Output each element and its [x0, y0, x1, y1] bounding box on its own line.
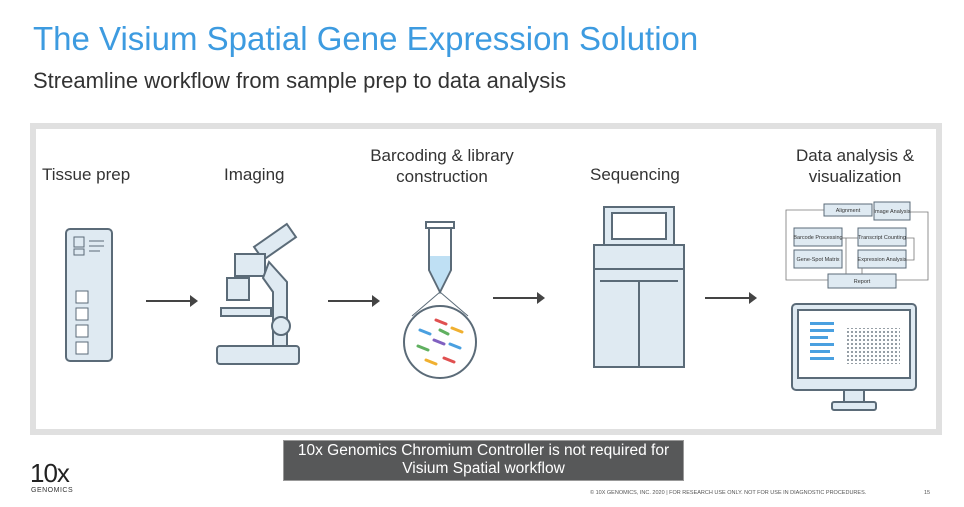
step-label-imaging: Imaging — [224, 165, 285, 184]
slide-title: The Visium Spatial Gene Expression Solut… — [33, 20, 699, 57]
flow-box — [873, 201, 911, 221]
monitor-icon — [791, 303, 917, 411]
step-label-barcoding: Barcoding & library construction — [362, 145, 522, 187]
flow-box — [857, 227, 907, 247]
flow-label: Transcript Counting — [858, 235, 906, 241]
step-label-data-analysis: Data analysis & visualization — [780, 145, 930, 187]
flow-label: Gene-Spot Matrix — [796, 257, 839, 263]
footer-copyright: © 10X GENOMICS, INC. 2020 | FOR RESEARCH… — [590, 490, 867, 496]
flow-box — [793, 249, 843, 269]
arrow-icon — [493, 292, 545, 304]
label-line: Data analysis & — [795, 146, 915, 165]
flow-label: Image Analysis — [874, 209, 911, 215]
logo-10x: 10x — [30, 458, 70, 488]
tissue-slide-icon — [65, 228, 113, 362]
analysis-flow-diagram: Alignment Image Analysis Barcode Process… — [785, 201, 929, 289]
flow-label: Barcode Processing — [793, 235, 842, 241]
caption-note: 10x Genomics Chromium Controller is not … — [283, 440, 684, 481]
logo-wordmark: GENOMICS — [31, 487, 74, 494]
flow-label: Alignment — [836, 208, 861, 214]
flow-label: Report — [854, 279, 871, 285]
arrow-icon — [146, 295, 198, 307]
arrow-icon — [328, 295, 380, 307]
page-number: 15 — [924, 490, 931, 496]
workflow-panel — [30, 123, 942, 435]
flow-label: Expression Analysis — [858, 257, 907, 263]
sequencer-icon — [593, 206, 685, 368]
tube-barcode-icon — [403, 221, 477, 379]
caption-line: Visium Spatial workflow — [402, 460, 565, 477]
step-label-sequencing: Sequencing — [590, 165, 680, 184]
flow-box — [857, 249, 907, 269]
arrow-icon — [705, 292, 757, 304]
label-line: construction — [396, 167, 488, 186]
microscope-icon — [216, 222, 300, 365]
caption-line: 10x Genomics Chromium Controller is not … — [297, 442, 670, 459]
step-label-tissue-prep: Tissue prep — [42, 165, 131, 184]
label-line: Barcoding & library — [370, 146, 514, 165]
slide-subtitle: Streamline workflow from sample prep to … — [33, 68, 567, 93]
flow-box — [793, 227, 843, 247]
label-line: visualization — [808, 167, 902, 186]
